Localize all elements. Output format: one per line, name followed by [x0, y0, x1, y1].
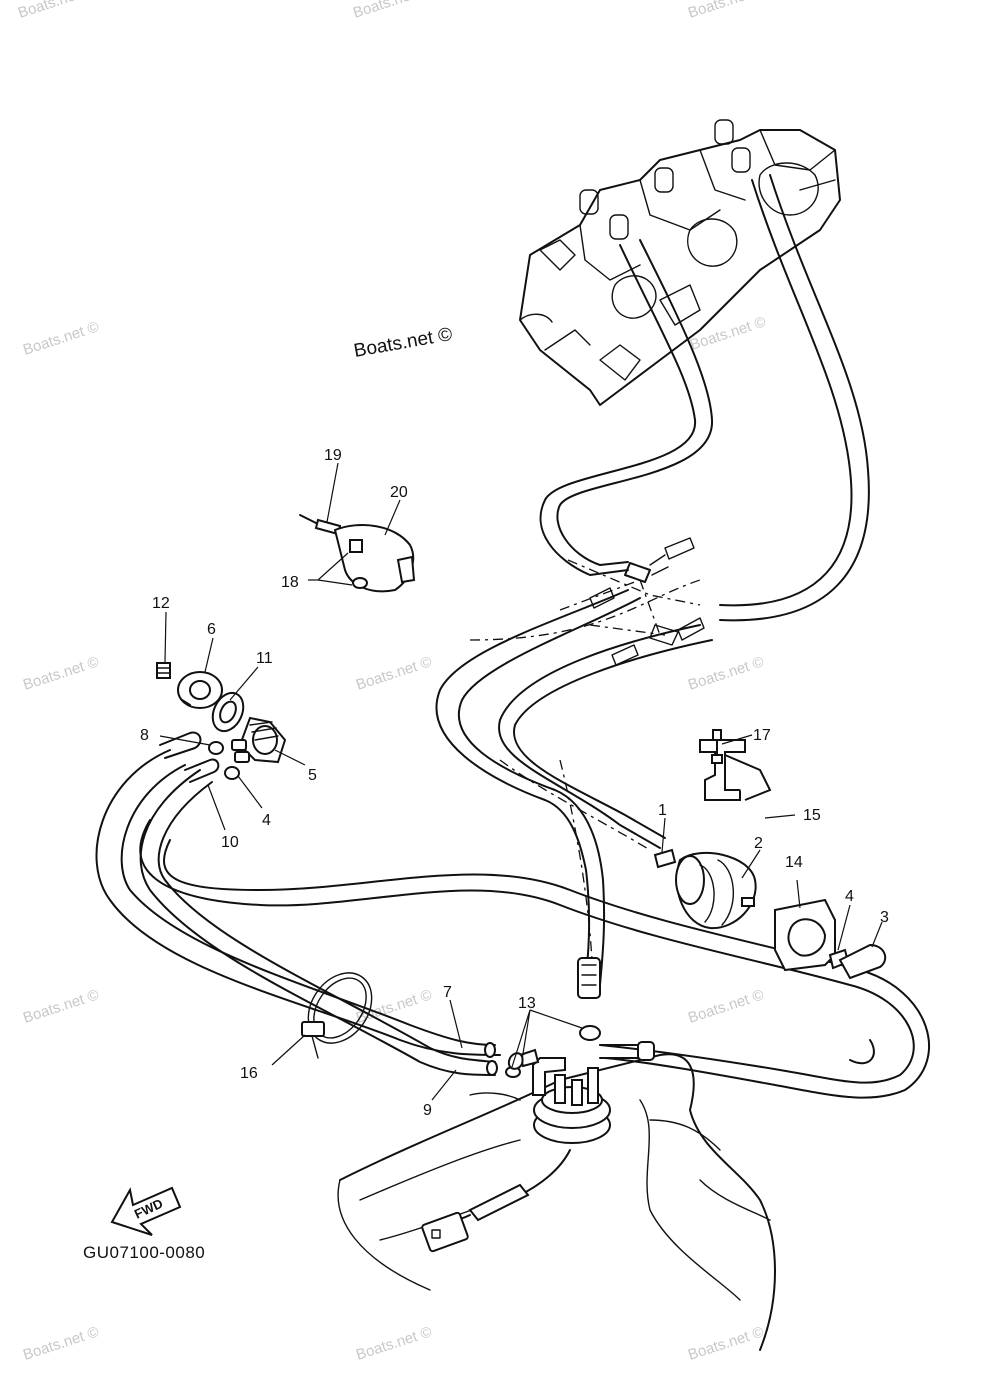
watermark: Boats.net ©: [354, 653, 434, 693]
watermark: Boats.net ©: [686, 986, 766, 1026]
cable-tie: [301, 972, 373, 1059]
callout-16: 16: [240, 1065, 258, 1082]
callout-6: 6: [207, 621, 216, 638]
callout-3: 3: [880, 909, 889, 926]
tank-hoses: [95, 731, 501, 1076]
bracket-assembly: [299, 514, 416, 593]
diagram-credit: Boats.net ©: [352, 324, 454, 362]
diagram-code: GU07100-0080: [83, 1243, 205, 1262]
callout-11: 11: [256, 650, 273, 667]
callout-20: 20: [390, 484, 408, 501]
callout-2: 2: [754, 835, 763, 852]
watermark: Boats.net ©: [21, 1323, 101, 1363]
fuel-filter-assembly: [653, 729, 887, 980]
sender-connector: [421, 1149, 571, 1253]
callout-10: 10: [221, 834, 239, 851]
leader-lines: [159, 462, 883, 1101]
callout-9: 9: [423, 1102, 432, 1119]
fuel-cock-assembly: [156, 662, 287, 780]
callout-14: 14: [785, 854, 803, 871]
callout-12: 12: [152, 595, 170, 612]
engine-block: [519, 119, 841, 406]
watermark: Boats.net ©: [686, 0, 766, 22]
callout-4-left: 4: [262, 812, 271, 829]
callout-18: 18: [281, 574, 299, 591]
center-lines: [469, 559, 701, 981]
watermark: Boats.net ©: [16, 0, 96, 22]
watermark: Boats.net ©: [686, 653, 766, 693]
callout-4-right: 4: [845, 888, 854, 905]
watermark-layer: Boats.net © Boats.net © Boats.net © Boat…: [16, 0, 768, 1364]
fwd-arrow: FWD: [110, 1186, 182, 1236]
callout-19: 19: [324, 447, 342, 464]
callout-5: 5: [308, 767, 317, 784]
callout-17: 17: [753, 727, 771, 744]
callout-15: 15: [803, 807, 821, 824]
watermark: Boats.net ©: [351, 0, 431, 22]
watermark: Boats.net ©: [686, 1323, 766, 1363]
middle-hoses: [435, 589, 713, 986]
fuel-sender: [532, 957, 655, 1144]
callout-1: 1: [658, 802, 667, 819]
watermark: Boats.net ©: [688, 313, 768, 353]
callout-7: 7: [443, 984, 452, 1001]
watermark: Boats.net ©: [21, 653, 101, 693]
watermark: Boats.net ©: [21, 318, 101, 358]
callouts: 19 20 18 12 6 11 8 5 4 10 17 15 1 2 14 4…: [140, 447, 889, 1119]
engine-hoses: [539, 174, 870, 622]
watermark: Boats.net ©: [354, 1323, 434, 1363]
callout-8: 8: [140, 727, 149, 744]
callout-13: 13: [518, 995, 536, 1012]
watermark: Boats.net ©: [21, 986, 101, 1026]
